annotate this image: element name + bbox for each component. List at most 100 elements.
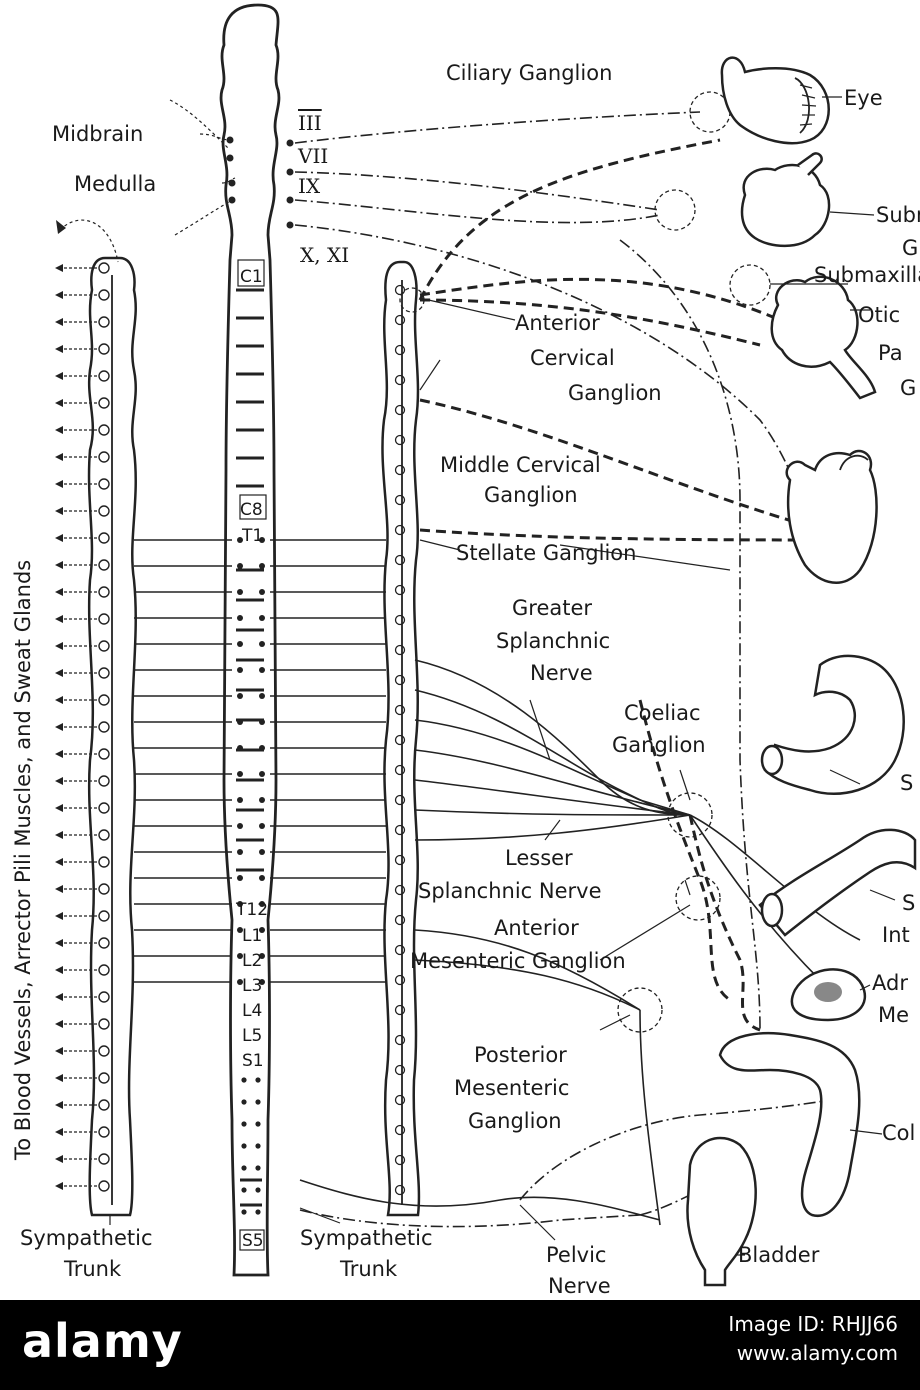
cord-dot [259,953,265,959]
label-greater-splanchnic-1: Greater [512,596,592,620]
label-greater-splanchnic-3: Nerve [530,661,593,685]
segment-L4: L4 [242,1001,262,1021]
trunk-ganglion [98,748,110,760]
trunk-ganglion [98,829,110,841]
label-sympathetic-trunk-left-2: Trunk [63,1257,122,1281]
label-anterior-cervical-2: Cervical [530,346,615,370]
arrow-head [55,696,63,704]
label-lesser-splanchnic-2: Splanchnic Nerve [418,879,602,903]
image-id: Image ID: RHJJ66 [728,1312,898,1336]
heart-organ [785,449,878,584]
arrow-head [55,588,63,596]
label-parotid: Pa [878,341,903,365]
arrow-head [55,939,63,947]
trunk-ganglion [98,262,110,274]
trunk-ganglion [394,704,406,716]
right-trunk-ganglia [394,284,406,1196]
arrow-head [55,777,63,785]
arrow-head [55,804,63,812]
cord-dot [237,615,243,621]
cord-dot [259,537,265,543]
cranial-nerve-III [294,111,701,144]
label-coeliac-1: Coeliac [624,701,701,725]
colon-organ [718,1031,861,1218]
arrow-head [55,831,63,839]
label-anterior-cervical-1: Anterior [515,311,600,335]
label-posterior-mesenteric-3: Ganglion [468,1109,562,1133]
cranial-nerve-IX [294,199,661,224]
cord-dot [237,875,243,881]
label-submaxillary-gland: Subr [876,203,920,227]
trunk-ganglion [98,1045,110,1057]
cord-dot [259,901,265,907]
label-eye: Eye [844,86,883,110]
label-posterior-mesenteric-1: Posterior [474,1043,567,1067]
arrow-head [55,372,63,380]
arrow-head [55,1101,63,1109]
label-colon: Col [882,1121,915,1145]
trunk-ganglion [394,554,406,566]
sacral-dot [255,1121,261,1127]
label-anterior-mesenteric-1: Anterior [494,916,579,940]
trunk-ganglion [394,284,406,296]
trunk-ganglion [98,964,110,976]
trunk-ganglion [98,397,110,409]
arrow-head [55,1020,63,1028]
label-submaxillary-gland-2: G [902,236,918,260]
arrow-head [55,1047,63,1055]
arrow-head [55,561,63,569]
segment-L1: L1 [242,926,262,946]
pre-heavy-1 [418,138,721,301]
label-submaxillary-ganglion: Submaxilla [814,263,920,287]
sacral-dot [255,1187,261,1193]
pre-heavy-coeliac [688,814,761,1032]
cord-dot [237,563,243,569]
spinal-cord [219,3,281,1277]
anterior-mesenteric-ganglion [675,875,721,921]
trunk-ganglion [394,734,406,746]
autonomic-nervous-system-diagram: C1 C8 T1 T12 L1 L2 L3 L4 L5 S1 S5 III VI… [11,3,920,1298]
cord-dot [237,693,243,699]
cord-dot [237,823,243,829]
adrenal-organ [790,968,867,1022]
sacral-dot [241,1143,247,1149]
trunk-ganglion [394,824,406,836]
trunk-ganglion [98,910,110,922]
trunk-ganglion [394,584,406,596]
trunk-ganglion [394,1154,406,1166]
label-anterior-cervical-3: Ganglion [568,381,662,405]
sacral-dot [241,1121,247,1127]
segment-T1: T1 [241,526,263,546]
superior-cervical-ganglion [399,287,425,313]
arrow-head [55,1155,63,1163]
cord-dot [259,979,265,985]
arrow-head [55,885,63,893]
sacral-dot [255,1209,261,1215]
label-anterior-mesenteric-2: Mesenteric Ganglion [410,949,626,973]
up-arrow-head [56,220,66,234]
splanchnic-nerves [299,659,861,1226]
trunk-ganglion [394,374,406,386]
trunk-ganglion [394,944,406,956]
stomach-organ [760,654,905,795]
cord-dot [237,771,243,777]
trunk-ganglion [98,343,110,355]
otic-ganglion [729,264,771,306]
trunk-ganglion [98,721,110,733]
trunk-ganglion [394,614,406,626]
segment-L5: L5 [242,1026,262,1046]
cord-dot [259,641,265,647]
trunk-ganglion [98,1099,110,1111]
trunk-ganglion [394,1094,406,1106]
trunk-ganglion [394,974,406,986]
sacral-dot [255,1143,261,1149]
trunk-ganglion [98,316,110,328]
arrow-head [55,669,63,677]
trunk-ganglion [394,464,406,476]
label-parotid-2: G [900,376,916,400]
trunk-ganglion [98,775,110,787]
cord-dot [259,589,265,595]
trunk-ganglion [394,644,406,656]
sacral-dot [255,1165,261,1171]
arrow-head [55,858,63,866]
